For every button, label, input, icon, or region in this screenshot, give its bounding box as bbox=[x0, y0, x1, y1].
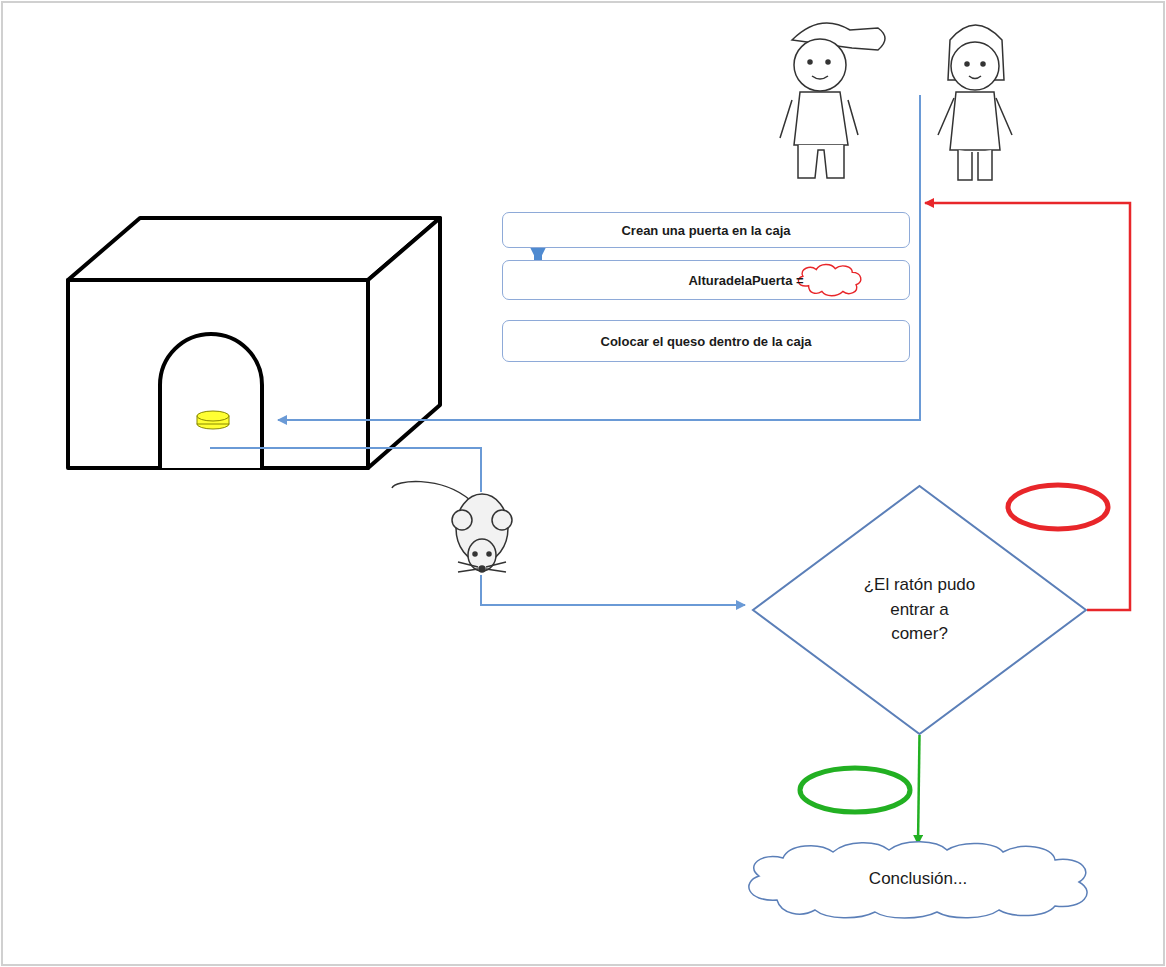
node-text: Colocar el queso dentro de la caja bbox=[601, 334, 812, 349]
flow-connector bbox=[918, 735, 920, 844]
conclusion-cloud: Conclusión... bbox=[737, 838, 1099, 920]
process-box: Crean una puerta en la caja bbox=[502, 212, 910, 248]
node-text: Crean una puerta en la caja bbox=[621, 223, 790, 238]
node-text: Conclusión... bbox=[869, 869, 967, 889]
process-box: Colocar el queso dentro de la caja bbox=[502, 320, 910, 362]
assignment-box: AlturadelaPuerta = bbox=[502, 260, 910, 300]
flow-connector bbox=[534, 248, 542, 260]
node-text: ¿El ratón pudo entrar a comer? bbox=[861, 573, 979, 647]
decision-diamond: ¿El ratón pudo entrar a comer? bbox=[752, 485, 1087, 735]
node-text: AlturadelaPuerta = bbox=[688, 273, 803, 288]
